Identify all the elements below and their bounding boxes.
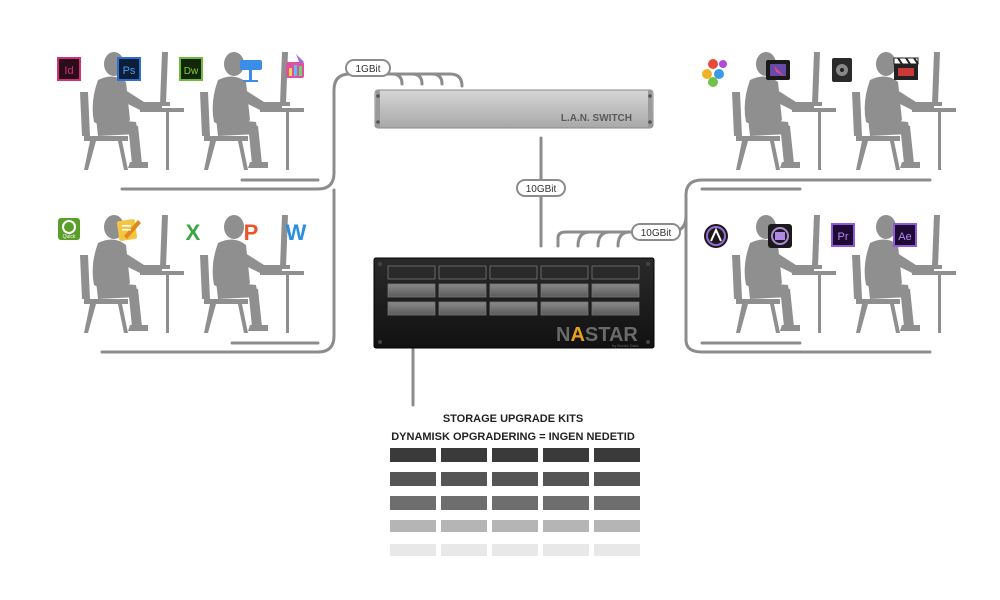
nas-brand: NASTAR <box>556 324 638 346</box>
upgrade-kit-drive <box>543 496 589 510</box>
compressor-icon <box>832 58 852 82</box>
upgrade-kit-drive <box>390 544 436 556</box>
nas-drive-bay <box>591 301 640 316</box>
nas-drive-bay <box>438 265 487 280</box>
photoshop-icon: Ps <box>117 57 141 81</box>
nas-speed-label: 10GBit <box>641 228 672 239</box>
premiere-pro-icon: Pr <box>831 223 855 247</box>
upgrade-kit-drive <box>441 544 487 556</box>
svg-text:Id: Id <box>64 65 73 77</box>
upgrade-kit-grid <box>390 448 640 556</box>
upgrade-kit-drive <box>594 520 640 532</box>
nas-brand-n: N <box>556 324 570 346</box>
svg-text:Quick: Quick <box>63 234 76 240</box>
upgrade-kit-drive <box>441 520 487 532</box>
svg-text:P: P <box>244 220 259 245</box>
quicktime-icon: Quick <box>58 218 80 240</box>
upgrade-kit-drive <box>390 472 436 486</box>
upgrade-kit-drive <box>594 544 640 556</box>
upgrade-kit-drive <box>543 544 589 556</box>
cable-nas-ports <box>556 178 932 248</box>
nas-drive-bay <box>540 283 589 298</box>
upgrade-kit-drive <box>492 448 538 462</box>
svg-text:X: X <box>186 220 201 245</box>
nas-drive-bay <box>387 265 436 280</box>
nas-drive-bay <box>489 265 538 280</box>
nas-speed-tag: 10GBit <box>631 223 681 241</box>
after-effects-icon: Ae <box>893 223 917 247</box>
word-icon: W <box>286 220 307 245</box>
avid-icon <box>704 224 728 248</box>
davinci-resolve-icon <box>702 59 727 87</box>
upgrade-kit-drive <box>543 520 589 532</box>
media-composer-icon <box>768 224 792 248</box>
upgrade-kit-drive <box>390 448 436 462</box>
nas-brand-a: A <box>570 324 584 346</box>
powerpoint-icon: P <box>244 220 259 245</box>
cable-switch-ports <box>393 72 464 88</box>
lan-switch: L.A.N. SWITCH <box>374 89 654 129</box>
nas-drive-bay <box>387 301 436 316</box>
excel-icon: X <box>186 220 201 245</box>
lan-speed-tag: 1GBit <box>345 59 391 77</box>
upgrade-kit-drive <box>543 472 589 486</box>
upgrade-kit-drive <box>543 448 589 462</box>
upgrade-kit-drive <box>441 448 487 462</box>
keynote-icon <box>240 60 262 82</box>
svg-text:Ps: Ps <box>123 65 136 77</box>
upgrade-kit-drive <box>594 472 640 486</box>
cable-right-bottom <box>684 214 932 354</box>
nas-storage-unit: NASTAR by Nordic Data <box>373 257 655 349</box>
nas-drive-bay <box>591 283 640 298</box>
upgrade-kit-drive <box>492 520 538 532</box>
svg-text:Pr: Pr <box>838 231 849 243</box>
lan-speed-label: 1GBit <box>355 64 380 75</box>
dreamweaver-icon: Dw <box>179 57 203 81</box>
caption-line-2: DYNAMISK OPGRADERING = INGEN NEDETID <box>391 431 635 443</box>
switch-label: L.A.N. SWITCH <box>561 113 632 124</box>
nas-drive-bay <box>540 301 589 316</box>
upgrade-kit-drive <box>492 544 538 556</box>
cable-ws3 <box>100 188 336 354</box>
indesign-icon: Id <box>57 57 81 81</box>
nas-drive-bay <box>489 283 538 298</box>
svg-text:Ae: Ae <box>898 231 911 243</box>
upgrade-kit-drive <box>492 472 538 486</box>
motion-clapper-icon <box>893 57 919 80</box>
nas-drive-bay <box>387 283 436 298</box>
svg-text:W: W <box>286 220 307 245</box>
pages-icon <box>116 219 141 241</box>
nas-drive-bays <box>387 265 640 316</box>
network-cables <box>100 72 932 407</box>
final-cut-pro-icon <box>766 60 790 80</box>
nas-drive-bay <box>540 265 589 280</box>
upgrade-kit-drive <box>594 448 640 462</box>
numbers-icon <box>286 54 304 78</box>
nas-drive-bay <box>489 301 538 316</box>
storage-upgrade-kits: STORAGE UPGRADE KITS DYNAMISK OPGRADERIN… <box>390 413 640 556</box>
svg-text:Dw: Dw <box>184 66 199 77</box>
upgrade-kit-drive <box>594 496 640 510</box>
upgrade-kit-drive <box>492 496 538 510</box>
caption-line-1: STORAGE UPGRADE KITS <box>443 413 583 425</box>
uplink-speed-tag: 10GBit <box>516 179 566 197</box>
nas-brand-star: STAR <box>585 324 639 346</box>
upgrade-kit-drive <box>390 520 436 532</box>
nas-sub-label: by Nordic Data <box>612 343 639 348</box>
nas-drive-bay <box>438 283 487 298</box>
upgrade-kit-drive <box>441 496 487 510</box>
nas-drive-bay <box>438 301 487 316</box>
uplink-speed-label: 10GBit <box>526 184 557 195</box>
cable-ws1 <box>120 72 397 191</box>
upgrade-kit-drive <box>390 496 436 510</box>
upgrade-kit-drive <box>441 472 487 486</box>
nas-drive-bay <box>591 265 640 280</box>
